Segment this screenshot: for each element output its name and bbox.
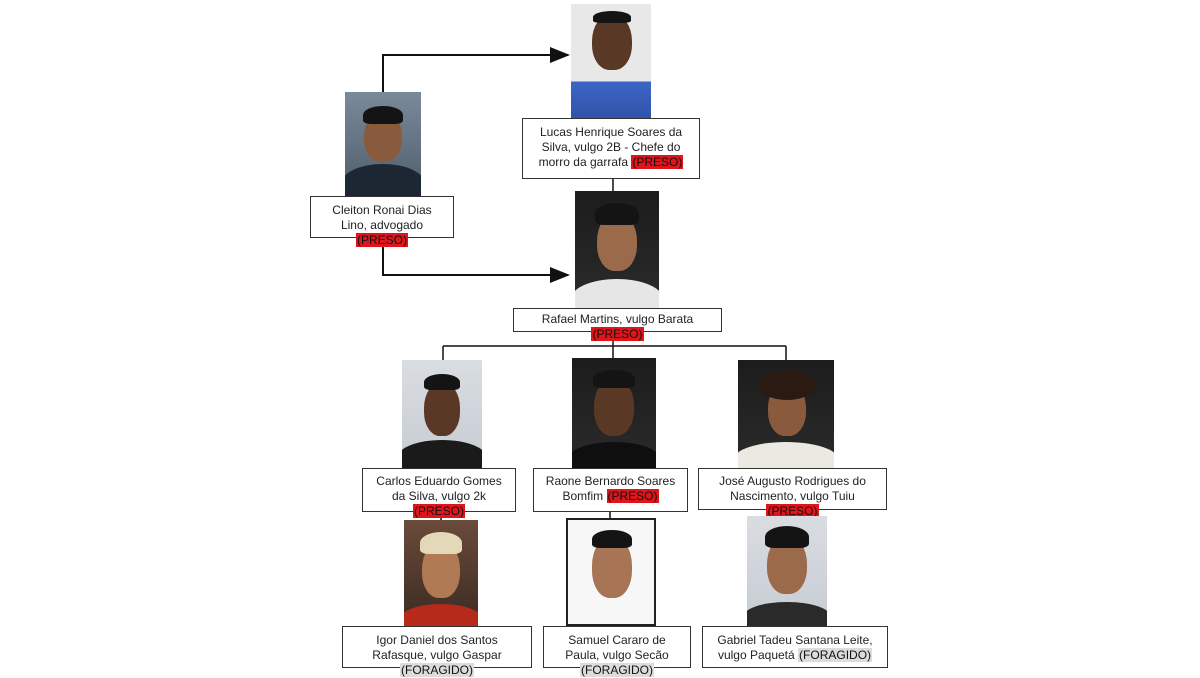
name-igor: Igor Daniel dos Santos Rafasque, vulgo G… [372,633,502,662]
photo-cleiton [345,92,421,196]
status-badge-cleiton: (PRESO) [355,233,408,247]
name-carlos: Carlos Eduardo Gomes da Silva, vulgo 2k [376,474,502,503]
status-badge-rafael: (PRESO) [591,327,644,341]
status-badge-samuel: (FORAGIDO) [580,663,654,677]
name-gabriel: Gabriel Tadeu Santana Leite, vulgo Paque… [717,633,873,662]
label-lucas: Lucas Henrique Soares da Silva, vulgo 2B… [522,118,700,179]
arrow-cleiton-to-rafael [382,238,570,283]
label-cleiton: Cleiton Ronai Dias Lino, advogado (PRESO… [310,196,454,247]
label-gabriel: Gabriel Tadeu Santana Leite, vulgo Paque… [702,626,888,668]
photo-samuel [566,518,656,626]
photo-raone [572,358,656,468]
label-igor: Igor Daniel dos Santos Rafasque, vulgo G… [342,626,532,677]
photo-lucas [571,4,651,118]
status-badge-raone: (PRESO) [606,489,659,503]
name-cleiton: Cleiton Ronai Dias Lino, advogado [332,203,432,232]
name-lucas: Lucas Henrique Soares da Silva, vulgo 2B… [538,125,683,169]
status-badge-lucas: (PRESO) [631,155,684,169]
arrow-cleiton-to-lucas [382,47,570,92]
photo-jose [738,360,834,468]
photo-igor [404,520,478,626]
status-badge-igor: (FORAGIDO) [400,663,474,677]
photo-rafael [575,191,659,308]
photo-gabriel [747,516,827,626]
label-jose: José Augusto Rodrigues do Nascimento, vu… [698,468,887,518]
status-badge-carlos: (PRESO) [412,504,465,518]
status-badge-gabriel: (FORAGIDO) [798,648,873,662]
label-samuel: Samuel Cararo de Paula, vulgo Secão (FOR… [543,626,691,677]
name-samuel: Samuel Cararo de Paula, vulgo Secão [565,633,669,662]
label-carlos: Carlos Eduardo Gomes da Silva, vulgo 2k … [362,468,516,518]
label-raone: Raone Bernardo Soares Bomfim (PRESO) [533,468,688,512]
name-jose: José Augusto Rodrigues do Nascimento, vu… [719,474,866,503]
status-badge-jose: (PRESO) [766,504,819,518]
name-rafael: Rafael Martins, vulgo Barata [541,312,694,326]
photo-carlos [402,360,482,468]
name-raone: Raone Bernardo Soares Bomfim [545,474,676,503]
label-rafael: Rafael Martins, vulgo Barata (PRESO) [513,308,722,341]
